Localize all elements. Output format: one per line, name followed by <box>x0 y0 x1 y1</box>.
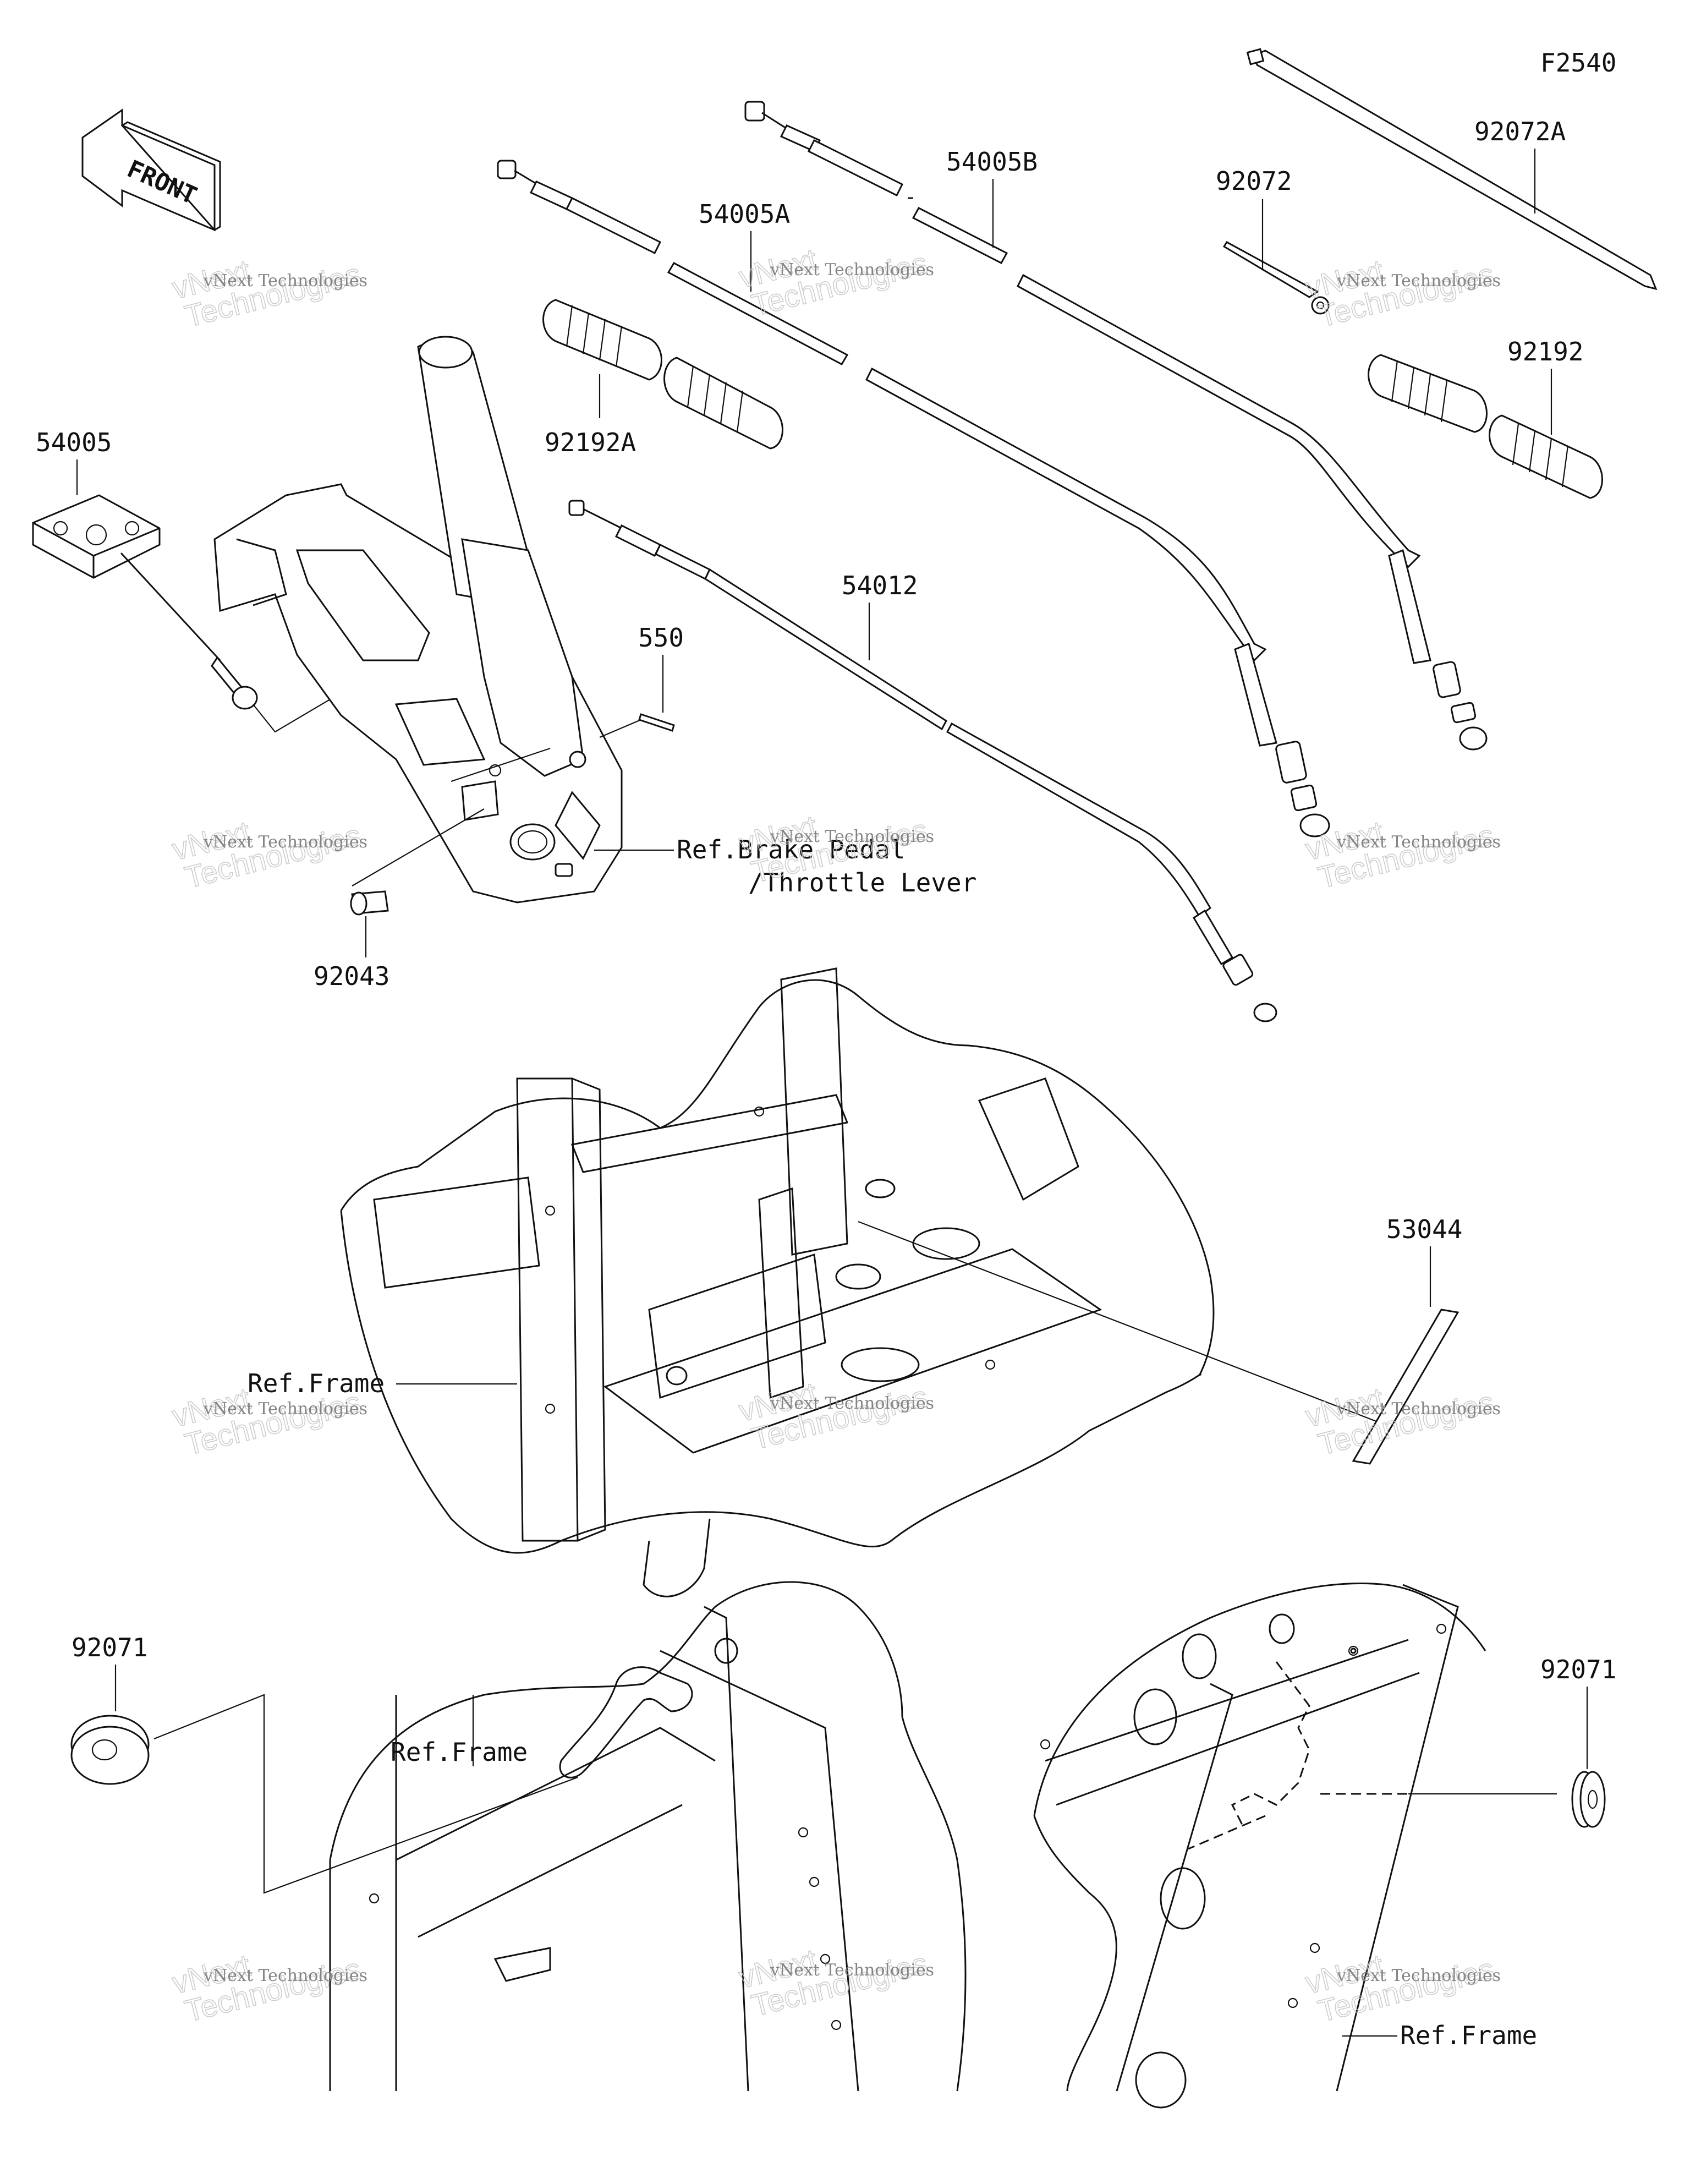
grommet-92071-left <box>70 1694 578 1894</box>
frame-middle <box>340 967 1387 1597</box>
label-92071-right: 92071 <box>1540 1655 1616 1684</box>
watermark-text: vNext Technologies <box>203 1966 367 1985</box>
watermark-text: vNext Technologies <box>770 1961 934 1980</box>
watermark-text: vNext Technologies <box>770 827 934 846</box>
label-92043: 92043 <box>314 961 389 991</box>
pin-550 <box>599 713 675 738</box>
cable-tie-long <box>1246 48 1658 291</box>
watermark-text: vNext Technologies <box>1336 1966 1501 1985</box>
label-92072: 92072 <box>1216 166 1292 196</box>
watermark-text: vNext Technologies <box>770 260 934 280</box>
watermark-text: vNext Technologies <box>1336 1399 1501 1419</box>
watermark-text: vNext Technologies <box>203 1399 367 1419</box>
ref-frame-middle: Ref.Frame <box>248 1369 385 1398</box>
watermark-text: vNext Technologies <box>770 1394 934 1413</box>
watermark-text: vNext Technologies <box>203 271 367 291</box>
label-54005B: 54005B <box>946 147 1038 177</box>
label-92072A: 92072A <box>1474 117 1566 146</box>
watermark-text: vNext Technologies <box>203 833 367 852</box>
label-54005: 54005 <box>36 428 112 457</box>
ref-frame-bottom-left: Ref.Frame <box>391 1737 528 1767</box>
pin-92043 <box>350 890 389 916</box>
watermark-text: vNext Technologies <box>1336 833 1501 852</box>
bracket-54005 <box>32 494 397 733</box>
frame-bottom-right <box>1033 1583 1486 2109</box>
label-54005A: 54005A <box>699 199 790 229</box>
cable-tie-short <box>1222 241 1330 315</box>
label-92192: 92192 <box>1507 337 1583 366</box>
label-92071-left: 92071 <box>72 1633 147 1662</box>
ref-frame-bottom-right: Ref.Frame <box>1400 2021 1537 2050</box>
watermark-text: vNext Technologies <box>1336 271 1501 291</box>
ref-brake-pedal-line1: Ref.Brake Pedal <box>677 835 905 864</box>
grommet-92071-right <box>1571 1771 1606 1828</box>
label-550: 550 <box>638 623 684 653</box>
ref-brake-pedal-line2: /Throttle Lever <box>748 868 976 897</box>
cable-54005B <box>744 101 1488 751</box>
diagram-code: F2540 <box>1540 48 1616 78</box>
front-arrow-icon: FRONT <box>81 108 221 232</box>
label-53044: 53044 <box>1386 1214 1462 1244</box>
strip-53044 <box>1352 1309 1459 1465</box>
label-54012: 54012 <box>842 571 918 600</box>
brake-pedal-assembly <box>213 336 623 904</box>
boot-92192 <box>1368 354 1603 499</box>
cable-54012 <box>568 500 1277 1022</box>
cable-54005A <box>497 160 1330 838</box>
label-92192A: 92192A <box>545 428 636 457</box>
frame-bottom-left <box>329 1581 967 2092</box>
boot-92192A <box>542 299 783 450</box>
